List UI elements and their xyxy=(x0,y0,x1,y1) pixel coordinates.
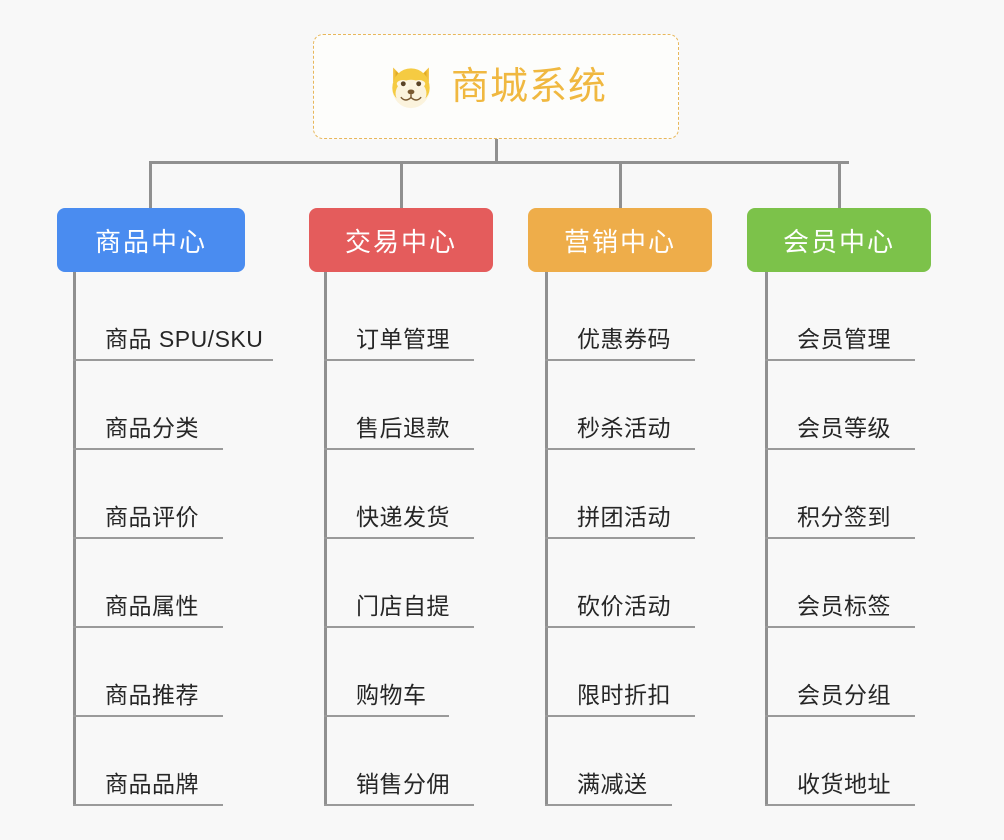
leaf-underline xyxy=(73,804,223,806)
leaf-label: 秒杀活动 xyxy=(577,415,671,441)
leaf-label: 积分签到 xyxy=(797,504,891,530)
leaf-label: 会员管理 xyxy=(797,326,891,352)
leaf-underline xyxy=(73,448,223,450)
shiba-dog-face-icon xyxy=(385,61,437,113)
list-item[interactable]: 门店自提 xyxy=(324,539,474,628)
leaf-label: 限时折扣 xyxy=(577,682,671,708)
leaf-label: 订单管理 xyxy=(356,326,450,352)
connector-horizontal-bus xyxy=(149,161,849,164)
list-item[interactable]: 积分签到 xyxy=(765,450,915,539)
leaf-label: 商品评价 xyxy=(105,504,199,530)
list-item[interactable]: 拼团活动 xyxy=(545,450,695,539)
list-item[interactable]: 售后退款 xyxy=(324,361,474,450)
leaf-underline xyxy=(324,715,449,717)
leaf-underline xyxy=(545,537,695,539)
leaf-underline xyxy=(765,448,915,450)
leaf-underline xyxy=(73,359,273,361)
leaf-label: 会员标签 xyxy=(797,593,891,619)
list-item[interactable]: 满减送 xyxy=(545,717,693,806)
leaf-label: 门店自提 xyxy=(356,593,450,619)
list-item[interactable]: 商品品牌 xyxy=(73,717,285,806)
leaf-label: 商品属性 xyxy=(105,593,199,619)
leaf-underline xyxy=(765,804,915,806)
category-spine-4 xyxy=(765,272,768,806)
category-header-2[interactable]: 交易中心 xyxy=(309,208,493,272)
leaf-underline xyxy=(324,537,474,539)
leaf-label: 商品分类 xyxy=(105,415,199,441)
leaf-underline xyxy=(73,715,223,717)
category-spine-2 xyxy=(324,272,327,806)
leaf-label: 商品 SPU/SKU xyxy=(105,326,264,352)
list-item[interactable]: 会员分组 xyxy=(765,628,915,717)
list-item[interactable]: 会员管理 xyxy=(765,272,915,361)
leaf-label: 优惠券码 xyxy=(577,326,671,352)
list-item[interactable]: 砍价活动 xyxy=(545,539,695,628)
leaf-underline xyxy=(765,626,915,628)
connector-drop-2 xyxy=(400,161,403,208)
connector-drop-1 xyxy=(149,161,152,208)
category-header-1[interactable]: 商品中心 xyxy=(57,208,245,272)
list-item[interactable]: 商品分类 xyxy=(73,361,285,450)
root-node[interactable]: 商城系统 xyxy=(313,34,679,139)
category-header-4[interactable]: 会员中心 xyxy=(747,208,931,272)
list-item[interactable]: 秒杀活动 xyxy=(545,361,695,450)
connector-drop-3 xyxy=(619,161,622,208)
leaf-underline xyxy=(545,448,695,450)
leaf-underline xyxy=(545,359,695,361)
list-item[interactable]: 商品评价 xyxy=(73,450,285,539)
root-title: 商城系统 xyxy=(450,65,607,108)
list-item[interactable]: 商品 SPU/SKU xyxy=(73,272,285,361)
leaf-label: 购物车 xyxy=(356,682,427,708)
leaf-underline xyxy=(324,359,474,361)
leaf-list-3: 优惠券码秒杀活动拼团活动砍价活动限时折扣满减送 xyxy=(545,272,695,806)
connector-drop-4 xyxy=(838,161,841,208)
list-item[interactable]: 销售分佣 xyxy=(324,717,474,806)
leaf-underline xyxy=(324,448,474,450)
list-item[interactable]: 限时折扣 xyxy=(545,628,695,717)
leaf-underline xyxy=(324,804,474,806)
leaf-underline xyxy=(545,804,672,806)
list-item[interactable]: 优惠券码 xyxy=(545,272,695,361)
category-spine-1 xyxy=(73,272,76,806)
leaf-underline xyxy=(765,359,915,361)
category-header-3[interactable]: 营销中心 xyxy=(528,208,712,272)
leaf-list-1: 商品 SPU/SKU 商品分类商品评价商品属性商品推荐商品品牌 xyxy=(73,272,285,806)
leaf-underline xyxy=(765,715,915,717)
leaf-label: 会员等级 xyxy=(797,415,891,441)
list-item[interactable]: 购物车 xyxy=(324,628,472,717)
leaf-label: 销售分佣 xyxy=(356,771,450,797)
list-item[interactable]: 商品属性 xyxy=(73,539,285,628)
leaf-label: 拼团活动 xyxy=(577,504,671,530)
list-item[interactable]: 商品推荐 xyxy=(73,628,285,717)
connector-root-stem xyxy=(495,139,498,164)
leaf-label: 售后退款 xyxy=(356,415,450,441)
list-item[interactable]: 会员标签 xyxy=(765,539,915,628)
list-item[interactable]: 会员等级 xyxy=(765,361,915,450)
leaf-underline xyxy=(545,715,695,717)
leaf-underline xyxy=(73,626,223,628)
leaf-underline xyxy=(545,626,695,628)
leaf-label: 商品品牌 xyxy=(105,771,199,797)
leaf-underline xyxy=(765,537,915,539)
leaf-label: 会员分组 xyxy=(797,682,891,708)
leaf-label: 快递发货 xyxy=(356,504,450,530)
leaf-list-4: 会员管理会员等级积分签到会员标签会员分组收货地址 xyxy=(765,272,915,806)
category-spine-3 xyxy=(545,272,548,806)
leaf-label: 商品推荐 xyxy=(105,682,199,708)
leaf-label: 收货地址 xyxy=(797,771,891,797)
leaf-label: 满减送 xyxy=(577,771,648,797)
leaf-list-2: 订单管理售后退款快递发货门店自提购物车销售分佣 xyxy=(324,272,474,806)
list-item[interactable]: 订单管理 xyxy=(324,272,474,361)
leaf-label: 砍价活动 xyxy=(577,593,671,619)
list-item[interactable]: 快递发货 xyxy=(324,450,474,539)
leaf-underline xyxy=(73,537,223,539)
leaf-underline xyxy=(324,626,474,628)
list-item[interactable]: 收货地址 xyxy=(765,717,915,806)
